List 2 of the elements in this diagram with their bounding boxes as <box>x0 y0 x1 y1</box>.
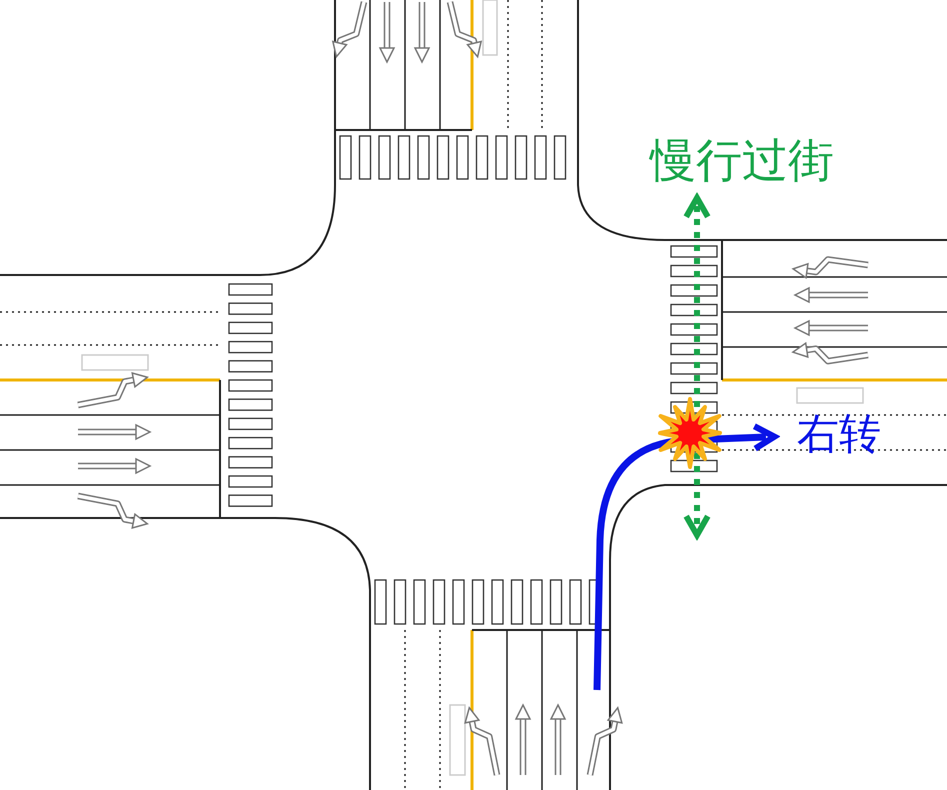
turn-label: 右转 <box>797 413 881 455</box>
crossing-label: 慢行过街 <box>650 137 834 183</box>
